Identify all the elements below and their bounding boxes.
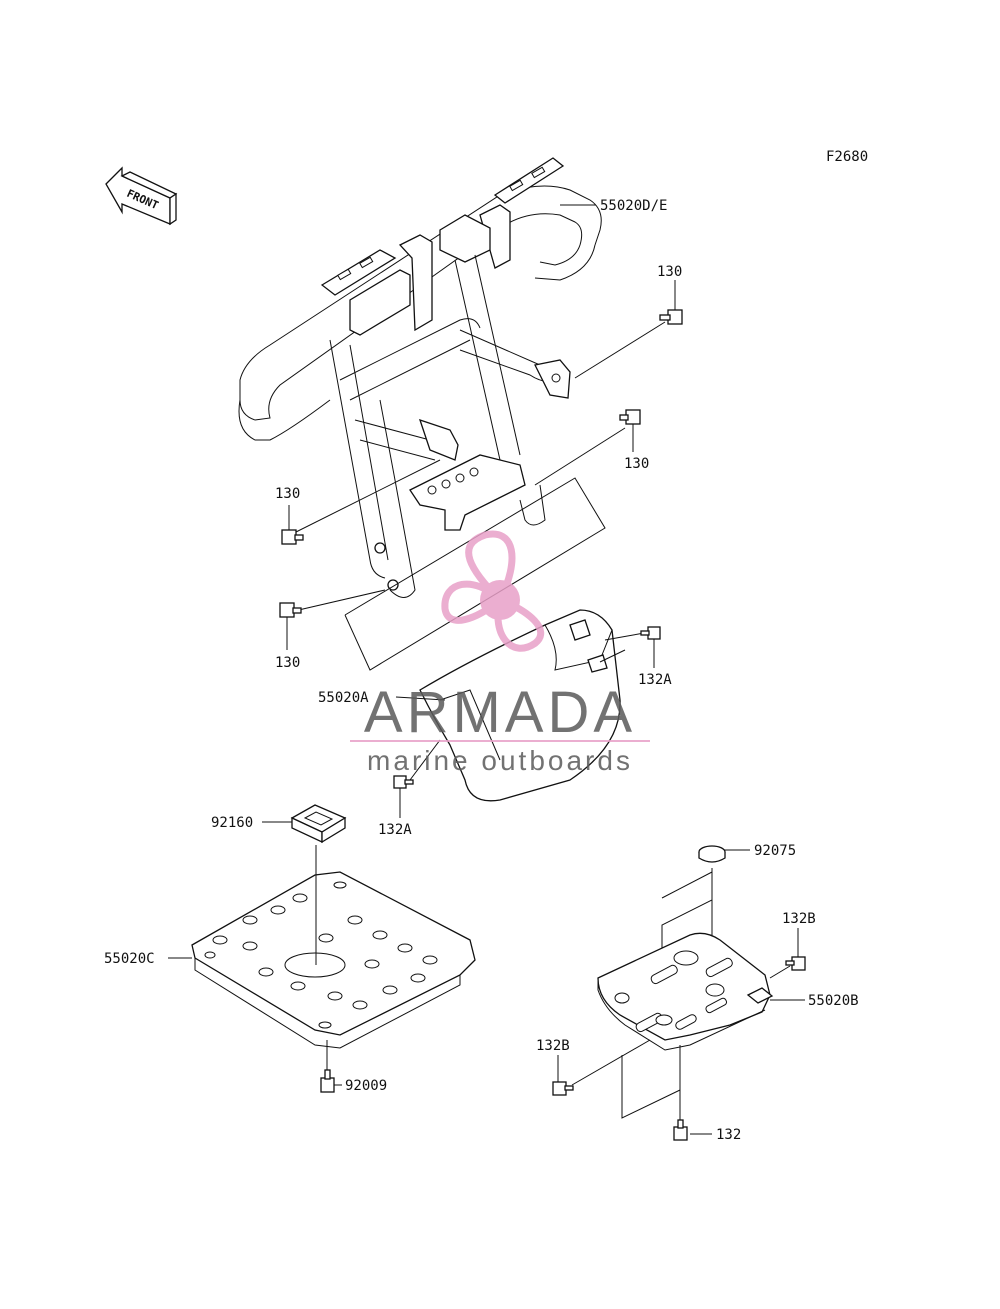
bolt-132b-icon <box>785 956 806 971</box>
leader-132b-right <box>769 965 791 979</box>
label-132b-left: 132B <box>536 1038 570 1054</box>
diagram-code: F2680 <box>826 149 868 165</box>
leader-130-top <box>574 321 666 379</box>
leader-55020a <box>395 696 446 701</box>
outline-132b-left <box>621 1055 681 1119</box>
label-55020de: 55020D/E <box>600 198 667 214</box>
skid-plate-55020c <box>191 871 476 1049</box>
guard-55020a <box>419 609 621 802</box>
leader-132a-right-2 <box>599 649 626 663</box>
bolt-130-icon <box>659 309 683 325</box>
guard-plate-55020b <box>597 932 774 1051</box>
front-arrow-icon: FRONT <box>105 166 178 226</box>
bolt-92009-icon <box>320 1069 335 1093</box>
assembly-outline <box>344 477 606 671</box>
leader-132a-left <box>409 739 441 781</box>
front-guard-frame <box>238 157 602 598</box>
leader-132b-left <box>571 1039 651 1086</box>
label-130-left: 130 <box>275 486 300 502</box>
label-92160: 92160 <box>211 815 253 831</box>
label-132: 132 <box>716 1127 741 1143</box>
propeller-logo-icon <box>441 530 545 652</box>
bolt-132b-icon <box>552 1081 574 1096</box>
bolt-130-icon <box>281 529 304 545</box>
watermark-tagline: marine outboards <box>367 745 633 776</box>
leader-130-bottom <box>289 589 386 613</box>
label-132b-right: 132B <box>782 911 816 927</box>
leader-130-mid <box>534 427 626 486</box>
bolt-130-icon <box>619 409 641 425</box>
label-130-top: 130 <box>657 264 682 280</box>
label-55020b: 55020B <box>808 993 859 1009</box>
label-130-bottom: 130 <box>275 655 300 671</box>
armada-watermark: ARMADA marine outboards <box>350 530 650 776</box>
damper-92160 <box>290 804 347 844</box>
label-132a-right: 132A <box>638 672 672 688</box>
label-132a-left: 132A <box>378 822 412 838</box>
label-92009: 92009 <box>345 1078 387 1094</box>
bolt-132a-icon <box>393 775 414 789</box>
watermark-brand: ARMADA <box>364 680 636 745</box>
label-130-mid: 130 <box>624 456 649 472</box>
bolt-132a-icon <box>640 626 661 640</box>
label-55020a: 55020A <box>318 690 369 706</box>
bolt-132-icon <box>673 1119 688 1141</box>
label-92075: 92075 <box>754 843 796 859</box>
label-55020c: 55020C <box>104 951 155 967</box>
bolt-130-icon <box>279 602 302 618</box>
leader-130-left <box>289 459 441 536</box>
cap-92075 <box>698 845 726 863</box>
